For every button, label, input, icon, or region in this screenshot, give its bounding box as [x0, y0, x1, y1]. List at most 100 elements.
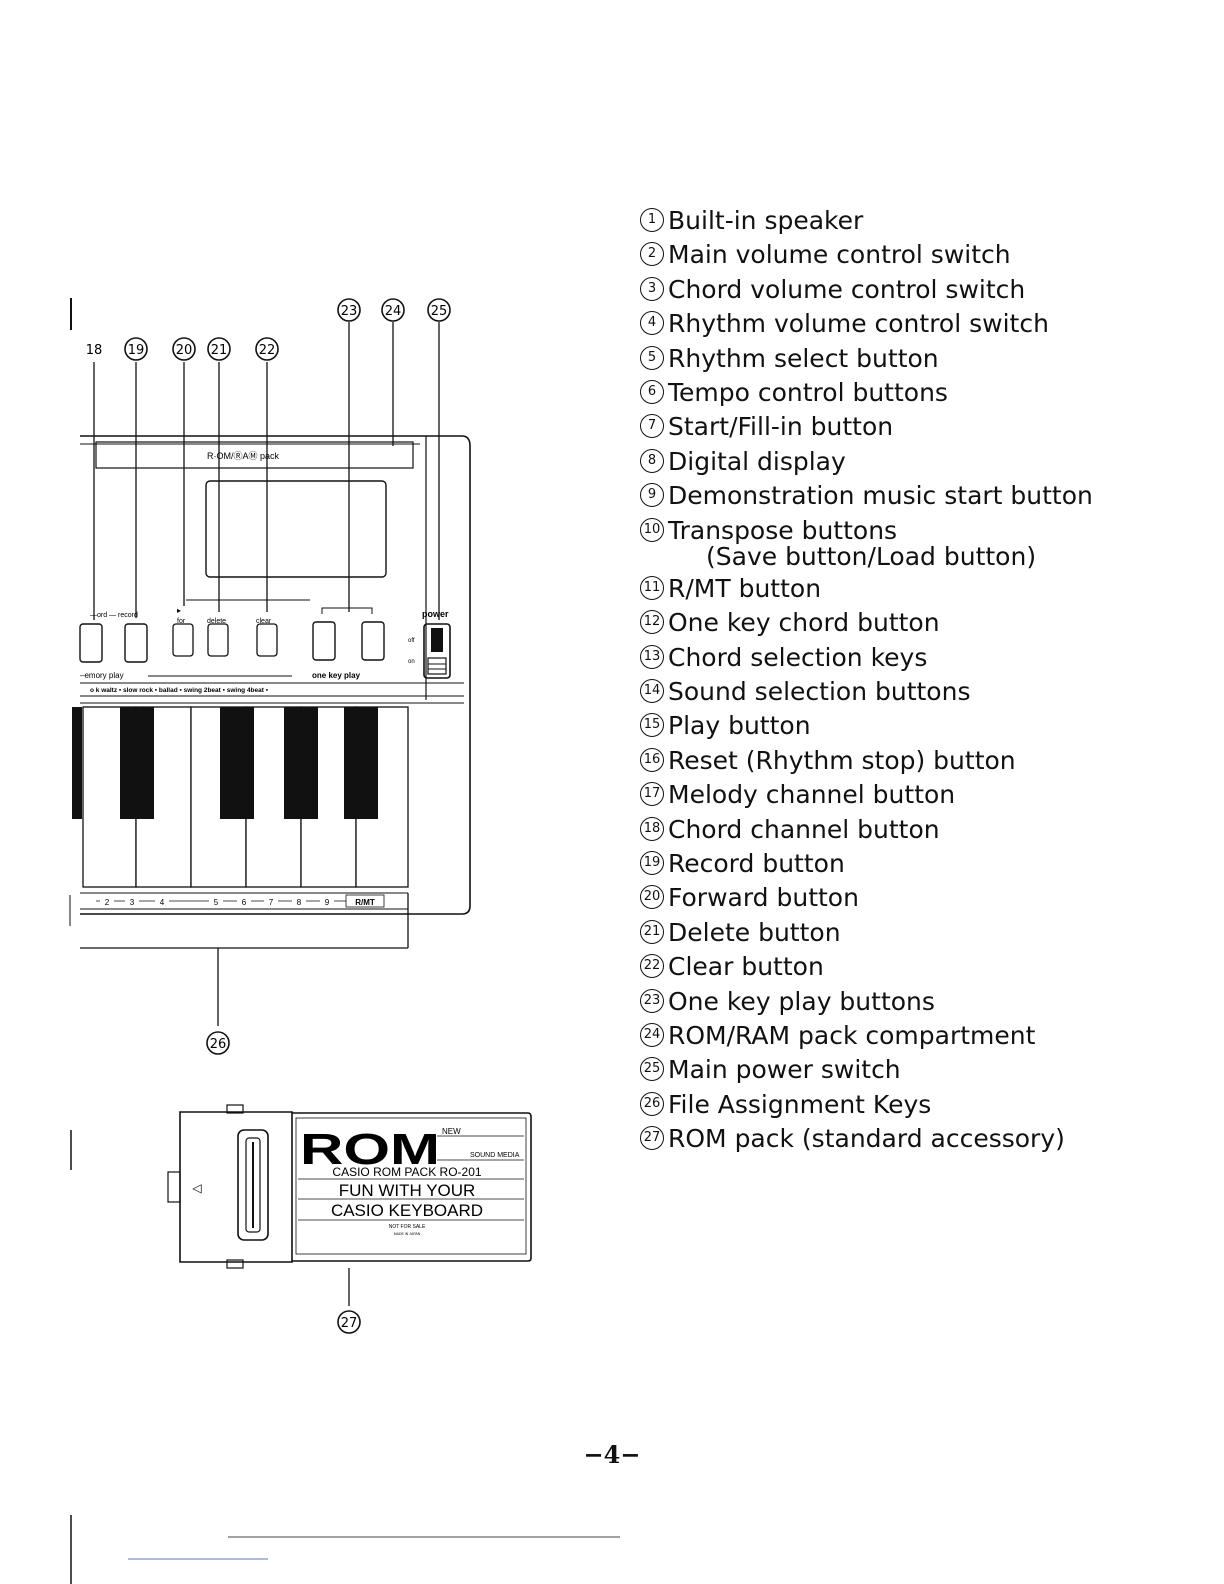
- key-number: 7: [269, 898, 274, 907]
- legend-number: 9: [640, 483, 664, 508]
- callout-20: 20: [176, 343, 193, 358]
- legend-number: 23: [640, 988, 664, 1013]
- legend-number: 12: [640, 610, 664, 635]
- black-key[interactable]: [120, 707, 154, 819]
- legend-number: 6: [640, 379, 664, 404]
- callout-26-circle: [206, 1031, 230, 1055]
- not-for-sale: NOT FOR SALE: [389, 1224, 426, 1230]
- legend-sublabel: (Save button/Load button): [706, 541, 1037, 571]
- keyboard-body: R·OM/ⓇAⓂ pack —ord — record ▸ for delete…: [79, 435, 471, 915]
- forward-button[interactable]: [172, 623, 194, 657]
- record-button[interactable]: [124, 623, 148, 663]
- off-label: off: [408, 638, 415, 644]
- callout-25: 25: [431, 304, 448, 319]
- legend-label: Main power switch: [668, 1055, 901, 1085]
- rom-ram-pack-slot: [95, 441, 414, 469]
- legend-label: Chord volume control switch: [668, 274, 1026, 304]
- rom-pack-title-line1: FUN WITH YOUR: [339, 1181, 476, 1200]
- badge-sound-media: SOUND MEDIA: [470, 1152, 520, 1159]
- legend-number: 22: [640, 954, 664, 979]
- legend-number: 7: [640, 414, 664, 439]
- clear-label: clear: [256, 618, 272, 625]
- black-key[interactable]: [72, 707, 82, 819]
- power-switch[interactable]: [423, 623, 451, 679]
- legend-label: Reset (Rhythm stop) button: [668, 745, 1016, 775]
- legend-label: One key play buttons: [668, 986, 935, 1016]
- legend-number: 24: [640, 1022, 664, 1047]
- made-in: MADE IN JAPAN: [394, 1232, 421, 1236]
- rom-pack-model: CASIO ROM PACK RO-201: [332, 1165, 481, 1179]
- callout-24-circle: [381, 298, 405, 322]
- one-key-play-button-2[interactable]: [361, 621, 385, 661]
- leader-lines: [93, 322, 440, 620]
- key-number: 3: [130, 898, 135, 907]
- legend-label: Delete button: [668, 917, 841, 947]
- legend-label: Built-in speaker: [668, 206, 864, 235]
- legend-label: Rhythm select button: [668, 343, 939, 373]
- legend-label: Start/Fill-in button: [668, 412, 894, 442]
- chord-channel-button[interactable]: [79, 623, 103, 663]
- on-label: on: [408, 659, 415, 665]
- legend-label: Main volume control switch: [668, 240, 1011, 270]
- legend-number: 4: [640, 311, 664, 336]
- key-number: R/MT: [355, 898, 375, 907]
- callout-21: 21: [211, 343, 228, 358]
- key-number: 5: [214, 898, 219, 907]
- legend-label: R/MT button: [668, 573, 822, 603]
- legend-number: 1: [640, 208, 664, 232]
- black-key[interactable]: [284, 707, 318, 819]
- black-key[interactable]: [344, 707, 378, 819]
- legend-label: Tempo control buttons: [668, 377, 948, 407]
- svg-text:◁: ◁: [192, 1181, 202, 1195]
- delete-button[interactable]: [207, 623, 229, 657]
- power-label: power: [422, 609, 449, 619]
- callout-23: 23: [341, 304, 358, 319]
- page-number: −4−: [583, 1440, 641, 1469]
- callout-24: 24: [385, 304, 402, 319]
- callout-numbers: 23 24 25 18 19 20 21 22: [86, 298, 451, 361]
- file-assignment-strip: 2 3 4 5 6 7 8 9 R/MT: [69, 892, 409, 1026]
- callout-23-circle: [337, 298, 361, 322]
- callout-20-circle: [172, 337, 196, 361]
- rom-pack: ◁ ROM NEW SOUND MEDIA CASIO ROM PACK RO-…: [167, 1104, 532, 1306]
- callout-19-circle: [124, 337, 148, 361]
- one-key-play-button-1[interactable]: [312, 621, 336, 661]
- rom-pack-title-line2: CASIO KEYBOARD: [331, 1201, 483, 1220]
- callout-27-circle: [337, 1310, 361, 1334]
- legend-number: 27: [640, 1126, 664, 1151]
- svg-text:▸: ▸: [177, 606, 181, 615]
- callout-27: 27: [341, 1316, 358, 1331]
- callout-25-circle: [427, 298, 451, 322]
- legend-label: File Assignment Keys: [668, 1089, 932, 1119]
- callout-26: 26: [210, 1037, 227, 1052]
- badge-new: NEW: [442, 1127, 461, 1136]
- clear-button[interactable]: [256, 623, 278, 657]
- rhythm-strip: o k waltz ▪ slow rock ▪ ballad ▪ swing 2…: [90, 687, 268, 694]
- black-key[interactable]: [220, 707, 254, 819]
- rom-logo: ROM: [300, 1125, 440, 1174]
- legend-number: 16: [640, 747, 664, 772]
- callout-19: 19: [128, 343, 145, 358]
- legend-number: 19: [640, 851, 664, 876]
- legend-number: 25: [640, 1057, 664, 1082]
- legend-label: ROM/RAM pack compartment: [668, 1020, 1036, 1050]
- legend-number: 13: [640, 644, 664, 669]
- digital-display: [205, 480, 387, 578]
- legend-number: 26: [640, 1091, 664, 1116]
- callout-22-circle: [255, 337, 279, 361]
- legend-label: ROM pack (standard accessory): [668, 1124, 1065, 1154]
- legend-number: 8: [640, 448, 664, 473]
